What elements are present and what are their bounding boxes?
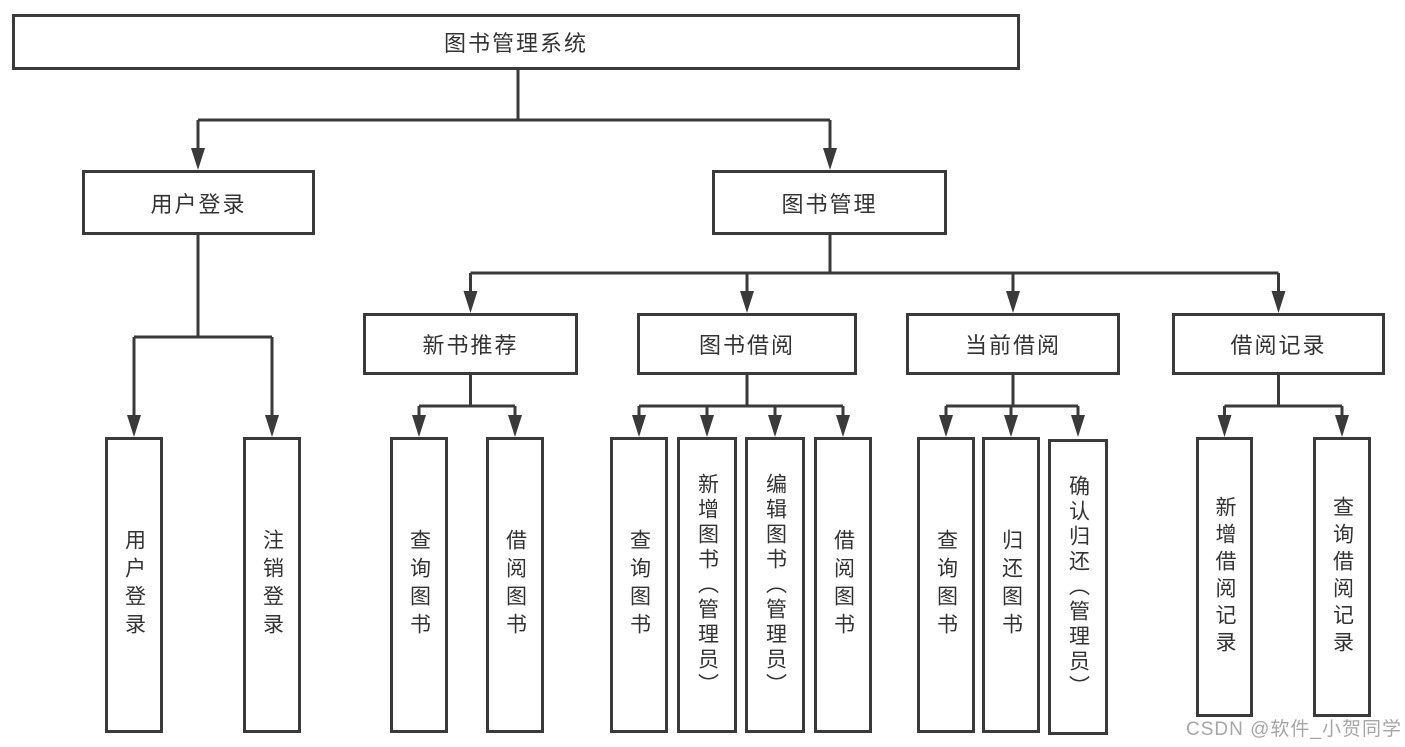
arrow-down-icon	[939, 415, 953, 437]
connector-current-borrow-to-leaves	[944, 375, 1080, 419]
arrow-down-icon	[1006, 291, 1020, 313]
arrow-down-icon	[1335, 415, 1349, 437]
leaf-edit-books-admin: 编辑图书（管理员）	[745, 437, 805, 733]
arrow-down-icon	[740, 291, 754, 313]
arrow-down-icon	[823, 148, 837, 170]
leaf-user-login: 用户登录	[105, 437, 163, 733]
arrow-down-icon	[1004, 415, 1018, 437]
arrow-down-icon	[1071, 415, 1085, 437]
arrow-down-icon	[632, 415, 646, 437]
arrow-down-icon	[412, 415, 426, 437]
connector-borrow-record-to-leaves	[1223, 375, 1344, 419]
arrow-down-icon	[508, 415, 522, 437]
arrow-down-icon	[265, 415, 279, 437]
node-root: 图书管理系统	[12, 14, 1020, 70]
connector-user-login-to-leaves	[132, 235, 274, 419]
node-user-login: 用户登录	[82, 170, 315, 235]
leaf-confirm-return-admin: 确认归还（管理员）	[1048, 439, 1108, 735]
arrow-down-icon	[191, 148, 205, 170]
arrow-down-icon	[836, 415, 850, 437]
leaf-borrow-books: 借阅图书	[814, 437, 872, 733]
arrow-down-icon	[768, 415, 782, 437]
node-current-borrow: 当前借阅	[906, 313, 1120, 375]
leaf-query-borrow-record: 查询借阅记录	[1313, 437, 1371, 717]
leaf-borrow-books: 借阅图书	[486, 437, 544, 733]
connector-book-mgmt-to-level3	[469, 235, 1280, 295]
arrow-down-icon	[1271, 291, 1286, 313]
node-book-management: 图书管理	[712, 170, 947, 235]
connector-root-to-level2	[196, 70, 832, 152]
connector-book-borrow-to-leaves	[637, 375, 845, 419]
arrow-down-icon	[463, 291, 478, 313]
leaf-query-books: 查询图书	[917, 437, 975, 733]
connector-new-book-to-leaves	[417, 375, 517, 419]
arrow-down-icon	[700, 415, 714, 437]
leaf-return-books: 归还图书	[982, 437, 1040, 733]
arrowheads	[127, 148, 1349, 437]
leaf-query-books: 查询图书	[390, 437, 448, 733]
leaf-add-borrow-record: 新增借阅记录	[1196, 437, 1253, 717]
leaf-logout: 注销登录	[243, 437, 301, 733]
csdn-watermark: CSDN @软件_小贺同学	[1186, 719, 1402, 740]
arrow-down-icon	[1217, 415, 1232, 437]
arrow-down-icon	[127, 415, 141, 437]
node-book-borrow: 图书借阅	[637, 313, 857, 375]
leaf-query-books: 查询图书	[610, 437, 668, 733]
node-borrow-record: 借阅记录	[1172, 313, 1385, 375]
leaf-add-books-admin: 新增图书（管理员）	[677, 437, 737, 733]
node-new-book-recommend: 新书推荐	[363, 313, 578, 375]
